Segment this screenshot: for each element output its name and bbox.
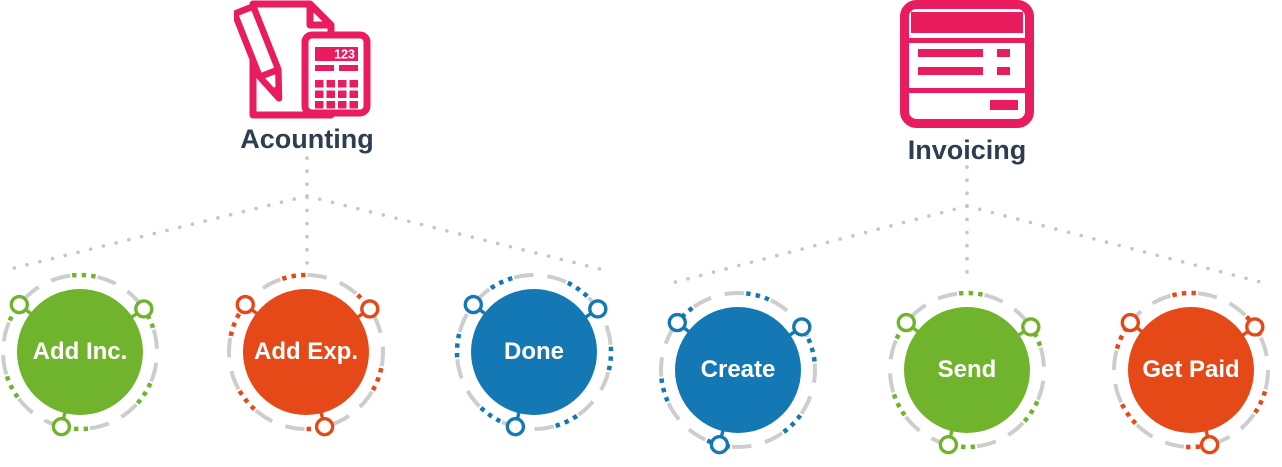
- step-done: Done: [446, 264, 622, 440]
- pencil-shape: [234, 3, 283, 102]
- document-fold: [306, 4, 331, 29]
- step-label: Add Inc.: [32, 338, 128, 365]
- connector-accounting-left: [4, 194, 309, 272]
- invoice-total-box: [990, 100, 1018, 110]
- connector-invoicing-right: [965, 204, 1270, 286]
- step-label: Done: [504, 338, 564, 365]
- section-title-invoicing: Invoicing: [907, 135, 1027, 165]
- ring-nodes: [1120, 312, 1265, 455]
- step-label: Create: [700, 356, 776, 383]
- step-label: Add Exp.: [253, 338, 358, 365]
- step-add-inc: Add Inc.: [0, 264, 168, 440]
- step-get-paid: Get Paid: [1103, 282, 1279, 458]
- section-title-accounting: Acounting: [240, 124, 374, 154]
- step-bubble: Done: [471, 289, 597, 415]
- step-bubble: Get Paid: [1128, 307, 1254, 433]
- step-bubble: Add Inc.: [17, 289, 143, 415]
- ring-nodes: [667, 312, 812, 455]
- step-bubble: Create: [675, 307, 801, 433]
- connector-invoicing-left: [666, 204, 969, 286]
- connector-accounting-right: [305, 194, 606, 272]
- ring-nodes: [9, 294, 154, 437]
- step-create: Create: [650, 282, 826, 458]
- invoice-outline: [900, 0, 1034, 128]
- calculator-shape: 123: [301, 31, 371, 117]
- invoice-header-band: [911, 12, 1023, 33]
- invoice-icon: [900, 0, 1034, 128]
- step-bubble: Send: [904, 307, 1030, 433]
- pencil-document-calculator-icon: 123: [234, 0, 371, 119]
- step-label: Send: [937, 356, 997, 383]
- ring-nodes: [896, 312, 1041, 455]
- calculator-display: 123: [334, 48, 355, 62]
- step-label: Get Paid: [1142, 356, 1240, 383]
- step-add-exp: Add Exp.: [218, 264, 394, 440]
- step-bubble: Add Exp.: [243, 289, 369, 415]
- step-send: Send: [879, 282, 1055, 458]
